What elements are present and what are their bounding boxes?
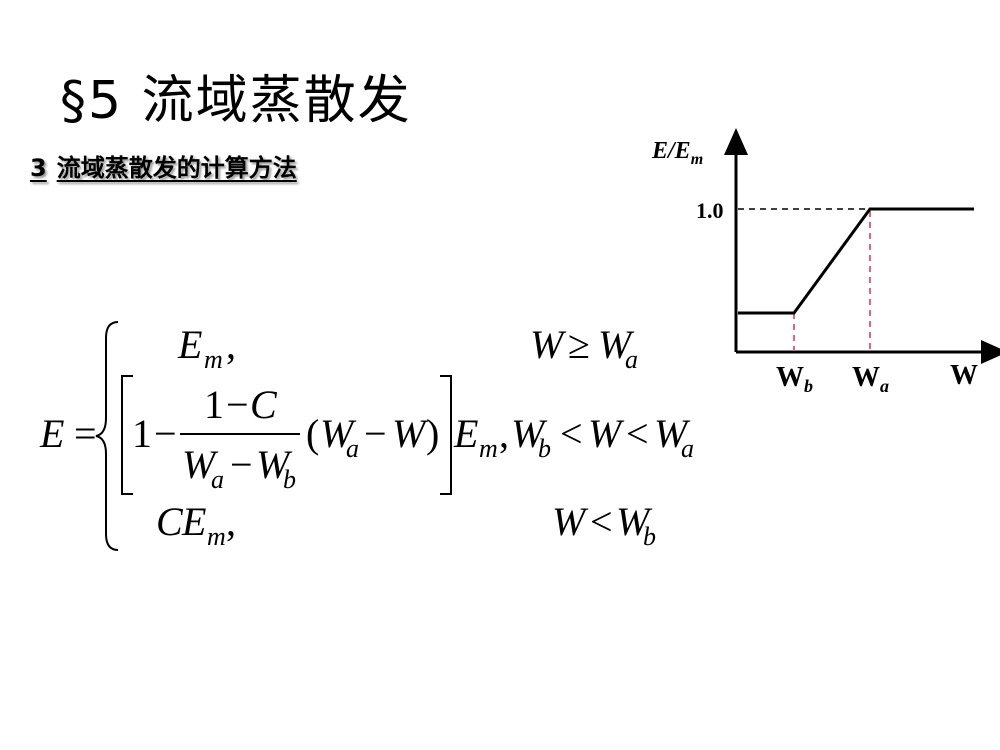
case2-cond-wa: W	[654, 411, 691, 456]
case2-em: E	[453, 411, 478, 456]
case2-den-wb-sub: b	[283, 465, 296, 494]
formula-equals: =	[74, 411, 97, 456]
case1-expr: E	[177, 322, 202, 367]
case1-cond-w: W	[530, 322, 567, 367]
case2-num-c: C	[250, 382, 278, 427]
case3-e: E	[181, 499, 206, 544]
case3-c: C	[156, 499, 184, 544]
case2-em-sub: m	[479, 434, 498, 463]
case3-cond-wb-sub: b	[643, 522, 656, 551]
case3-sub: m	[207, 522, 226, 551]
right-bracket	[440, 375, 452, 495]
slide-title: §5 流域蒸散发	[60, 71, 412, 131]
case2-paren-open: (	[306, 411, 319, 456]
y-tick-label: 1.0	[696, 198, 724, 223]
case2-paren-w: W	[392, 411, 429, 456]
case2-den-wa-sub: a	[211, 465, 224, 494]
case1-cond-wa: W	[598, 322, 635, 367]
case1-cond-op: ≥	[568, 322, 590, 367]
evaporation-curve	[738, 207, 974, 315]
case1-comma: ,	[226, 322, 236, 367]
case1-cond-wa-sub: a	[625, 345, 638, 374]
subtitle-text: 流域蒸散发的计算方法	[56, 154, 297, 182]
case2-cond-wb-sub: b	[538, 434, 551, 463]
case2-num-minus: −	[226, 382, 249, 427]
case2-den-minus: −	[230, 442, 253, 487]
case2-num-one: 1	[204, 382, 224, 427]
y-axis-label: E/Em	[651, 138, 703, 168]
subtitle-number: 3	[30, 154, 47, 182]
case3-comma: ,	[226, 499, 236, 544]
case2-cond-lt1: <	[560, 411, 583, 456]
x-axis-label: W	[950, 360, 978, 391]
case2-minus: −	[154, 411, 177, 456]
left-brace	[95, 321, 119, 551]
case3-cond-op: <	[590, 499, 613, 544]
left-bracket	[121, 375, 133, 495]
x-tick-wb: Wb	[776, 362, 813, 396]
case2-den-wa: W	[182, 442, 219, 487]
case3-cond-wb: W	[616, 499, 653, 544]
case2-one: 1	[132, 411, 152, 456]
case1-sub: m	[204, 345, 223, 374]
case2-paren-close: )	[426, 411, 439, 456]
case2-cond-wa-sub: a	[681, 434, 694, 463]
case2-cond-wb: W	[511, 411, 548, 456]
case2-cond-lt2: <	[626, 411, 649, 456]
slide-subtitle: 3 流域蒸散发的计算方法	[30, 148, 297, 183]
case2-den-wb: W	[256, 442, 293, 487]
formula-lhs: E	[39, 411, 64, 456]
case2-cond-w: W	[588, 411, 625, 456]
case2-paren-wa-sub: a	[346, 434, 359, 463]
case2-paren-wa: W	[320, 411, 357, 456]
case2-paren-minus: −	[364, 411, 387, 456]
x-tick-wa: Wa	[852, 362, 889, 396]
case2-comma: ,	[499, 411, 509, 456]
case3-cond-w: W	[552, 499, 589, 544]
